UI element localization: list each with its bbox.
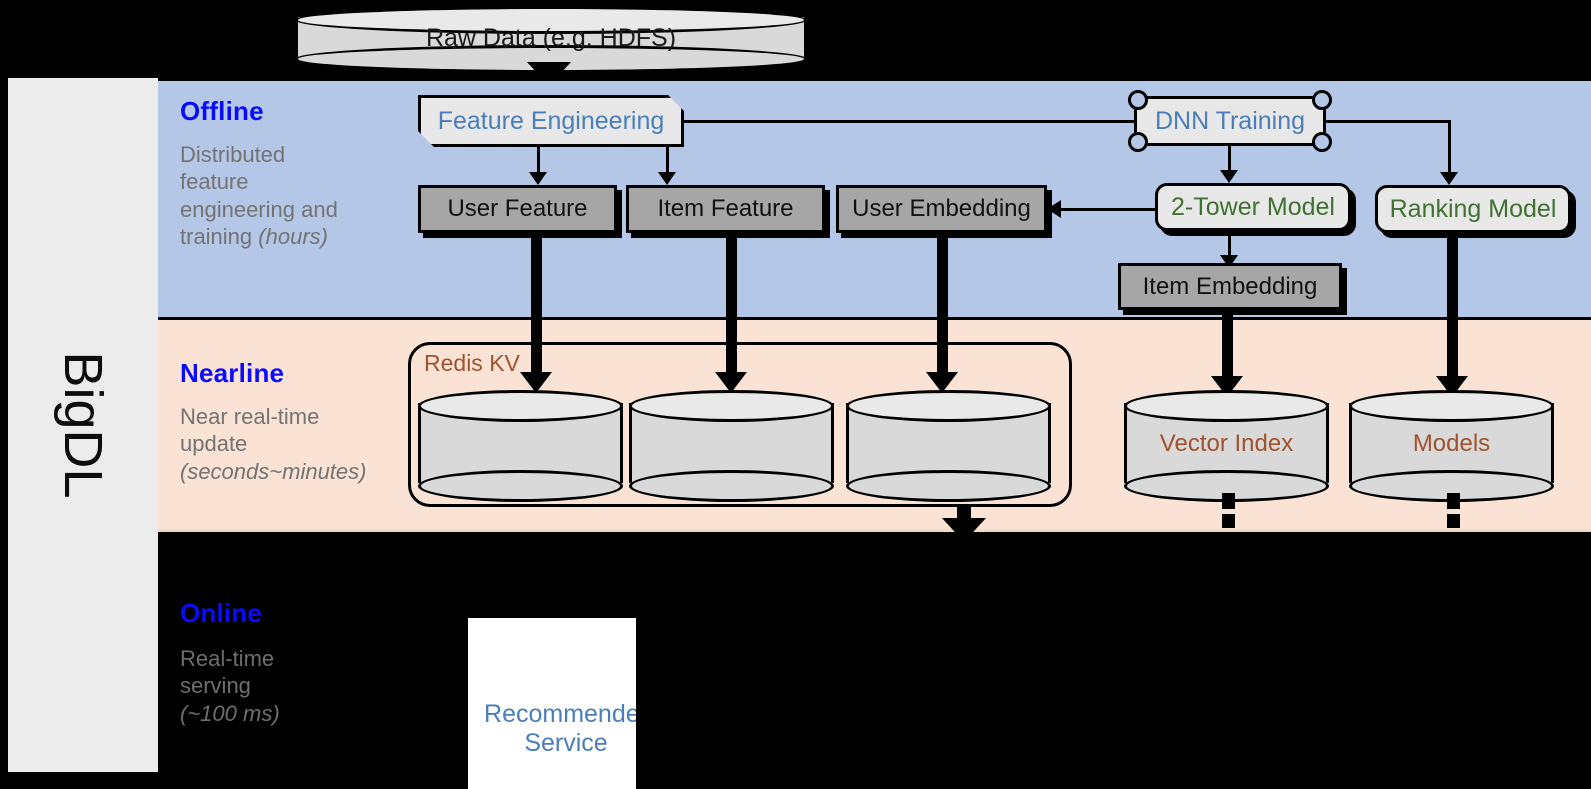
- vector-index-cylinder[interactable]: Vector Index: [1124, 390, 1329, 502]
- dashed-stub-vectorindex-2: [1222, 514, 1235, 528]
- arrow-fe-to-itemfeature-head: [658, 172, 676, 185]
- arrow-fe-to-userfeature-line: [537, 147, 540, 174]
- cylinder-top: [1349, 390, 1554, 422]
- nearline-sub-line-2: update: [180, 431, 248, 457]
- arrow-itemfeature-to-store2-line: [726, 233, 737, 378]
- online-sub-line-2: serving: [180, 673, 251, 699]
- two-tower-model-box[interactable]: 2-Tower Model: [1155, 183, 1351, 231]
- arrow-userembedding-to-store3-line: [937, 233, 948, 378]
- dnn-training-label: DNN Training: [1154, 106, 1306, 135]
- offline-sub-line-3: engineering and: [180, 196, 338, 222]
- item-feature-label: Item Feature: [657, 195, 794, 223]
- item-embedding-label: Item Embedding: [1142, 272, 1318, 300]
- bigdl-label: BigDL: [53, 351, 113, 499]
- user-feature-box[interactable]: User Feature: [418, 185, 617, 233]
- dashed-stub-redis-1: [957, 507, 971, 521]
- arrow-fe-to-userfeature-head: [529, 172, 547, 185]
- offline-sub-line-4: training (hours): [180, 223, 328, 249]
- dashed-stub-models-2: [1447, 514, 1460, 528]
- arrow-userfeature-to-store1-head: [520, 372, 552, 393]
- models-label: Models: [1412, 430, 1491, 457]
- cylinder-bottom: [629, 470, 834, 502]
- offline-sub-line-2: feature: [180, 169, 249, 195]
- cylinder-top: [846, 390, 1051, 422]
- arrow-fe-to-itemfeature-line: [666, 147, 669, 174]
- corner-nub-tl: [1128, 90, 1148, 110]
- arrow-twotower-to-itememb-line: [1228, 231, 1231, 259]
- models-cylinder[interactable]: Models: [1349, 390, 1554, 502]
- dashed-stub-vectorindex-1: [1222, 493, 1235, 509]
- raw-data-cylinder: Raw Data (e.g. HDFS): [295, 6, 807, 73]
- nearline-subtitle: Near real-time update (seconds~minutes): [180, 403, 410, 485]
- offline-title: Offline: [180, 96, 264, 126]
- redis-kv-label: Redis KV: [424, 350, 520, 376]
- arrow-rankingmodel-to-models-line: [1447, 233, 1458, 382]
- corner-nub-br: [1312, 132, 1332, 152]
- ranking-model-label: Ranking Model: [1389, 194, 1557, 223]
- online-title: Online: [180, 598, 263, 628]
- recommender-service-line-1: Recommender: [484, 699, 648, 728]
- nearline-sub-line-1: Near real-time: [180, 404, 320, 429]
- corner-nub-tr: [1312, 90, 1332, 110]
- arrow-dnn-to-twotower-head: [1220, 170, 1238, 183]
- user-embedding-label: User Embedding: [852, 195, 1031, 223]
- dnn-training-box[interactable]: DNN Training: [1128, 90, 1332, 152]
- online-sub-italic: (~100 ms): [180, 700, 280, 726]
- offline-subtitle: Distributed feature engineering and trai…: [180, 141, 395, 250]
- recommender-service-card[interactable]: Recommender Service: [468, 618, 636, 789]
- arrow-dnn-to-ranking-h: [1326, 120, 1451, 123]
- arrow-dnn-to-twotower-line: [1228, 146, 1231, 172]
- item-embedding-box[interactable]: Item Embedding: [1118, 263, 1342, 310]
- item-feature-box[interactable]: Item Feature: [626, 185, 825, 233]
- arrow-itemembedding-to-vectorindex-line: [1222, 310, 1233, 382]
- cylinder-bottom: [846, 470, 1051, 502]
- online-sub-line-1: Real-time: [180, 646, 275, 671]
- offline-sub-line-1: Distributed: [180, 142, 286, 167]
- cylinder-top: [629, 390, 834, 422]
- nearline-title: Nearline: [180, 358, 285, 388]
- kv-store-cylinder-2[interactable]: [629, 390, 834, 502]
- online-subtitle: Real-time serving (~100 ms): [180, 645, 400, 727]
- feature-engineering-label: Feature Engineering: [437, 106, 665, 135]
- offline-sub-italic: (hours): [258, 223, 328, 249]
- feature-engineering-box[interactable]: Feature Engineering: [418, 95, 684, 147]
- arrow-itemfeature-to-store2-head: [715, 372, 747, 393]
- user-embedding-box[interactable]: User Embedding: [836, 185, 1047, 233]
- kv-store-cylinder-3[interactable]: [846, 390, 1051, 502]
- arrow-twotower-to-userembedding-head: [1047, 200, 1061, 218]
- user-feature-label: User Feature: [447, 195, 588, 223]
- recommender-service-line-2: Service: [524, 728, 608, 757]
- cylinder-top: [295, 6, 807, 34]
- vector-index-label: Vector Index: [1159, 430, 1294, 457]
- arrow-twotower-to-userembedding-line: [1060, 208, 1163, 211]
- cylinder-top: [418, 390, 623, 422]
- cylinder-bottom: [418, 470, 623, 502]
- arrow-fe-to-dnn-line: [684, 120, 1140, 123]
- arrow-userfeature-to-store1-line: [531, 233, 542, 378]
- arrow-dnn-to-ranking-head: [1440, 172, 1458, 185]
- recommender-service-label: Recommender Service: [468, 618, 664, 789]
- corner-nub-bl: [1128, 132, 1148, 152]
- redis-kv-container: [408, 342, 1072, 507]
- cylinder-top: [1124, 390, 1329, 422]
- raw-data-label: Raw Data (e.g. HDFS): [425, 24, 677, 52]
- arrow-dnn-to-ranking-v: [1448, 120, 1451, 174]
- bigdl-sidebar: BigDL: [8, 78, 158, 772]
- dashed-stub-models-1: [1447, 493, 1460, 509]
- nearline-sub-italic: (seconds~minutes): [180, 458, 367, 484]
- arrow-userembedding-to-store3-head: [926, 372, 958, 393]
- two-tower-model-label: 2-Tower Model: [1171, 192, 1335, 221]
- online-band: [158, 532, 1591, 789]
- kv-store-cylinder-1[interactable]: [418, 390, 623, 502]
- ranking-model-box[interactable]: Ranking Model: [1375, 185, 1571, 233]
